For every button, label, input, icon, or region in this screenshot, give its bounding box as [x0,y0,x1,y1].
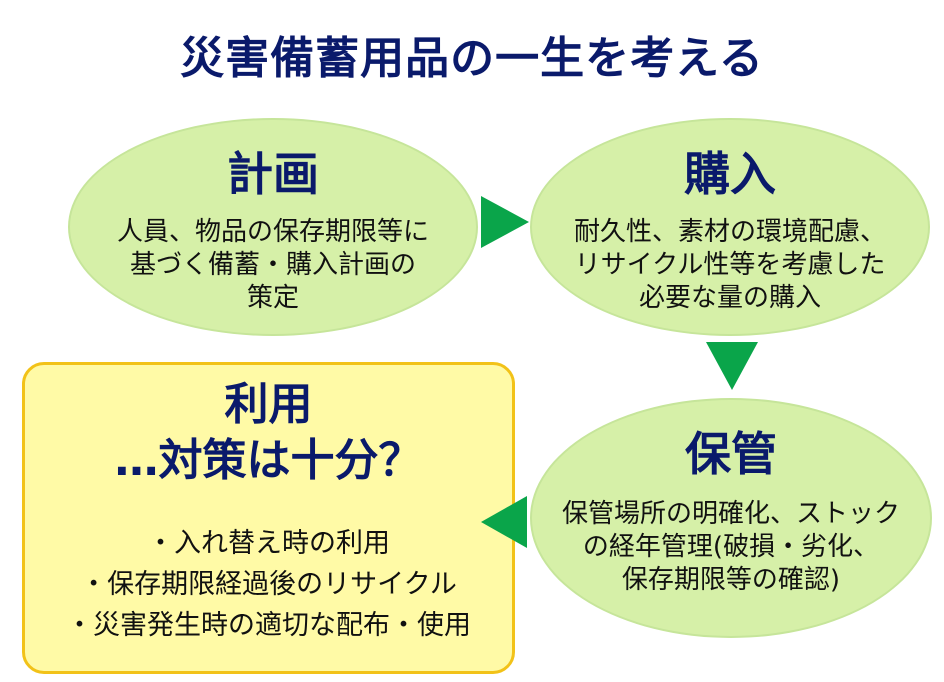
purchase-heading: 購入 [684,147,776,201]
purchase-stage: 購入 耐久性、素材の環境配慮、 リサイクル性等を考慮した 必要な量の購入 [530,118,930,336]
use-heading-line: 利用 [224,379,313,430]
plan-heading: 計画 [227,147,319,201]
use-list-item: ・入れ替え時の利用 [147,528,390,559]
use-heading: 利用 …対策は十分？ [25,377,512,489]
plan-description: 人員、物品の保存期限等に 基づく備蓄・購入計画の 策定 [70,216,476,315]
purchase-line: 必要な量の購入 [638,283,821,313]
diagram-title: 災害備蓄用品の一生を考える [180,33,764,84]
storage-line: 保管場所の明確化、ストック [561,499,900,529]
arrow-down-icon [706,342,758,390]
arrow-left-icon [481,496,527,548]
storage-stage: 保管 保管場所の明確化、ストック の経年管理(破損・劣化、 保存期限等の確認) [530,398,932,638]
use-list-item: ・保存期限経過後のリサイクル [80,569,457,600]
use-stage: 利用 …対策は十分？ ・入れ替え時の利用 ・保存期限経過後のリサイクル ・災害発… [22,362,515,674]
plan-line: 策定 [246,283,299,313]
purchase-description: 耐久性、素材の環境配慮、 リサイクル性等を考慮した 必要な量の購入 [532,216,928,315]
purchase-line: 耐久性、素材の環境配慮、 [573,217,886,247]
storage-line: 保存期限等の確認) [621,565,841,595]
storage-heading: 保管 [685,427,777,481]
storage-description: 保管場所の明確化、ストック の経年管理(破損・劣化、 保存期限等の確認) [532,498,930,597]
plan-line: 基づく備蓄・購入計画の [129,250,416,280]
use-heading-line: …対策は十分？ [114,435,423,486]
plan-stage: 計画 人員、物品の保存期限等に 基づく備蓄・購入計画の 策定 [68,118,478,336]
arrow-right-icon [481,196,529,248]
plan-line: 人員、物品の保存期限等に [116,217,429,247]
purchase-line: リサイクル性等を考慮した [574,250,886,280]
storage-line: の経年管理(破損・劣化、 [582,532,880,562]
use-list-item: ・災害発生時の適切な配布・使用 [66,610,471,641]
use-list: ・入れ替え時の利用 ・保存期限経過後のリサイクル ・災害発生時の適切な配布・使用 [25,523,512,646]
